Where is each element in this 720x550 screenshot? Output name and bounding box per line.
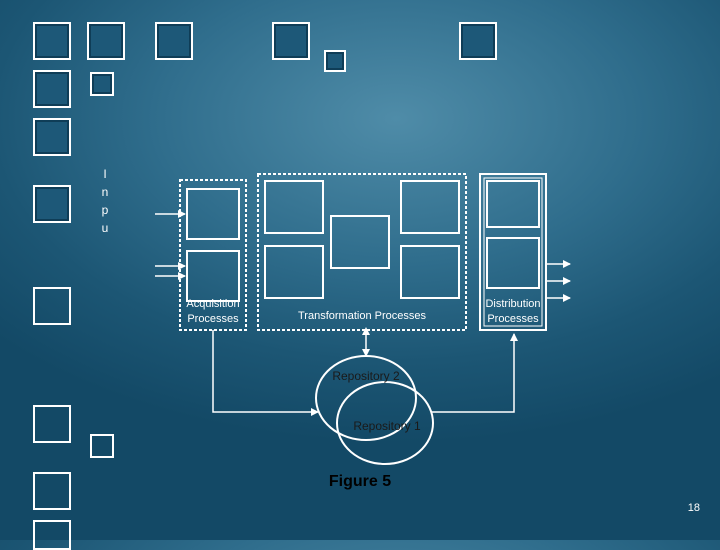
- input-letter: I: [103, 167, 107, 181]
- acquisition-box-bottom: [186, 250, 240, 302]
- repository-2-ellipse: [315, 355, 417, 441]
- decor-square: [33, 472, 71, 510]
- distribution-label: Distribution Processes: [480, 297, 546, 327]
- decor-square: [33, 70, 71, 108]
- input-letter: u: [101, 221, 109, 235]
- distribution-frame: [479, 173, 547, 331]
- decor-square: [33, 118, 71, 156]
- acquisition-box-top: [186, 188, 240, 240]
- decor-square: [33, 287, 71, 325]
- decor-square: [33, 22, 71, 60]
- distribution-box-top: [486, 180, 540, 228]
- decor-square: [459, 22, 497, 60]
- acquisition-to-repository-connector: [212, 330, 319, 416]
- distribution-frame-inner: [483, 177, 543, 327]
- acquisition-frame: [179, 179, 247, 331]
- input-letter: n: [101, 185, 109, 199]
- acquisition-label-line2: Processes: [187, 313, 239, 325]
- figure-caption: Figure 5: [328, 473, 392, 490]
- transformation-box: [264, 245, 324, 299]
- acquisition-label: Acquisition Processes: [180, 297, 246, 327]
- transformation-frame: [257, 173, 467, 331]
- repository-to-distribution-connector: [432, 333, 518, 413]
- transformation-box: [330, 215, 390, 269]
- repository-1-label: Repository 1: [353, 419, 421, 433]
- transformation-label: Transformation Processes: [298, 310, 426, 322]
- distribution-label-line1: Distribution: [485, 298, 541, 310]
- input-letter: p: [101, 203, 109, 217]
- decor-square: [33, 405, 71, 443]
- transformation-box: [264, 180, 324, 234]
- page-number: 18: [687, 502, 700, 514]
- transformation-box: [400, 180, 460, 234]
- distribution-label-line2: Processes: [487, 313, 539, 325]
- decor-square: [33, 185, 71, 223]
- input-label: I n p u: [99, 165, 111, 237]
- decor-square: [272, 22, 310, 60]
- transformation-box: [400, 245, 460, 299]
- decor-square: [155, 22, 193, 60]
- repository-2-label: Repository 2: [332, 369, 400, 383]
- decor-square: [90, 72, 114, 96]
- decor-square: [87, 22, 125, 60]
- decor-square: [90, 434, 114, 458]
- repository-1-ellipse: [336, 381, 434, 465]
- distribution-box-bottom: [486, 237, 540, 289]
- acquisition-label-line1: Acquisition: [186, 298, 240, 310]
- decor-square: [324, 50, 346, 72]
